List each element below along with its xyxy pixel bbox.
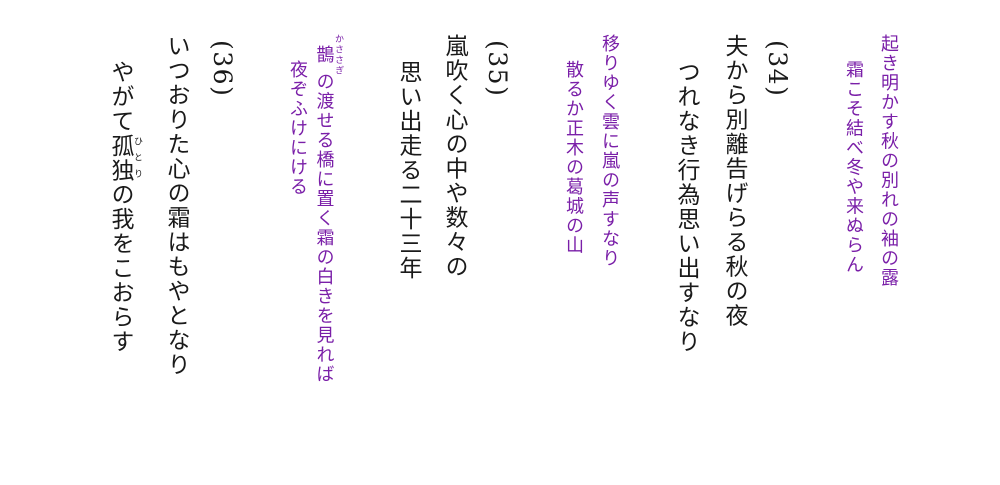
hitori-reading: ひとり bbox=[132, 133, 142, 183]
modern-poem-34-line-2: つれなき行為思い出すなり bbox=[673, 60, 699, 354]
hitori-word: 孤独 bbox=[107, 133, 133, 183]
modern-poem-36-line-1: いつおりた心の霜はもやとなり bbox=[163, 34, 189, 377]
modern-poem-36-line-2-post: の我をこおらす bbox=[107, 182, 133, 355]
classical-poem-3-line-1: 鵲かささぎの渡せる橋に置く霜の白きを見れば bbox=[313, 34, 344, 384]
modern-poem-36-line-2-pre: やがて bbox=[107, 60, 133, 134]
ruby-hitori: 孤独ひとり bbox=[107, 133, 142, 183]
modern-poem-35-line-1: 嵐吹く心の中や数々の bbox=[441, 34, 467, 279]
poem-number-34: (34) bbox=[763, 40, 792, 98]
modern-poem-35-line-2: 思い出走る二十三年 bbox=[395, 60, 421, 281]
classical-poem-1-line-1: 起き明かす秋の別れの袖の露 bbox=[878, 34, 899, 288]
classical-poem-1-line-2: 霜こそ結べ冬や来ぬらん bbox=[843, 60, 864, 275]
kasasagi-word: 鵲 bbox=[313, 34, 335, 76]
classical-poem-3-line-1-rest: の渡せる橋に置く霜の白きを見れば bbox=[313, 72, 335, 384]
modern-poem-36-line-2: やがて孤独ひとりの我をこおらす bbox=[107, 60, 142, 355]
classical-poem-2-line-1: 移りゆく雲に嵐の声すなり bbox=[599, 34, 620, 268]
poem-number-35: (35) bbox=[483, 40, 512, 98]
poem-number-36: (36) bbox=[208, 40, 237, 98]
classical-poem-3-line-2: 夜ぞふけにける bbox=[287, 60, 308, 197]
classical-poem-2-line-2: 散るか正木の葛城の山 bbox=[563, 60, 584, 255]
modern-poem-34-line-1: 夫から別離告げらる秋の夜 bbox=[721, 34, 747, 328]
ruby-kasasagi: 鵲かささぎ bbox=[314, 34, 344, 76]
kasasagi-reading: かささぎ bbox=[333, 34, 343, 76]
